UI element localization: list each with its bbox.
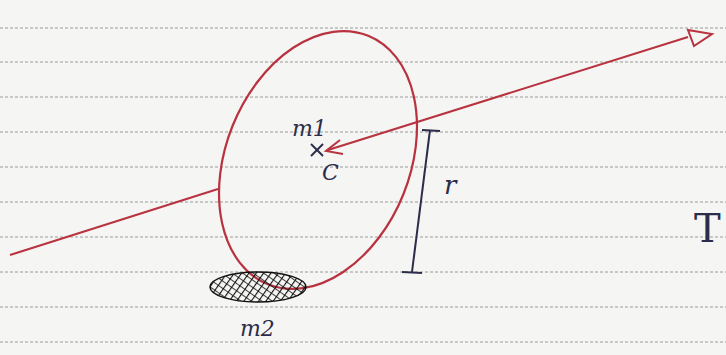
center-cross <box>311 144 323 156</box>
radius-bracket <box>402 130 440 273</box>
point-mass <box>210 272 306 302</box>
symbol-label: C <box>322 162 339 184</box>
axis <box>10 30 712 255</box>
disk-outline <box>183 1 454 318</box>
margin-note: T <box>694 208 721 248</box>
symbol-label: m2 <box>240 318 275 340</box>
symbol-label: r <box>444 172 456 198</box>
paper-lines <box>0 28 726 342</box>
symbol-label: m1 <box>292 118 327 140</box>
